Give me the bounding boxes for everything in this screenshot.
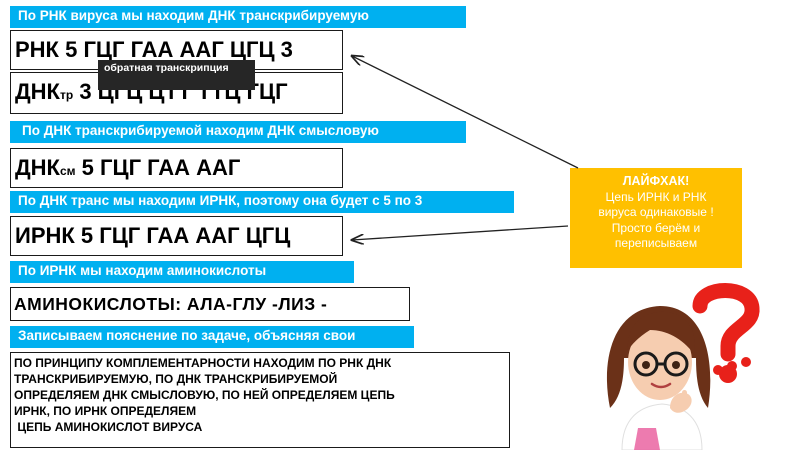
lifehack-callout: ЛАЙФХАК! Цепь ИРНК и РНК вируса одинаков… <box>570 168 742 268</box>
dna-sm-box: ДНКсм 5 ГЦГ ГАА ААГ <box>10 148 343 188</box>
irna-box: ИРНК 5 ГЦГ ГАА ААГ ЦГЦ <box>10 216 343 256</box>
amino-acids-box: АМИНОКИСЛОТЫ: АЛА-ГЛУ -ЛИЗ - <box>10 287 410 321</box>
ellipsis-icon <box>713 357 751 375</box>
lifehack-line: Цепь ИРНК и РНК <box>605 189 707 204</box>
explanation-line: ЦЕПЬ АМИНОКИСЛОТ ВИРУСА <box>14 420 203 434</box>
step-banner-irna-to-amino: По ИРНК мы находим аминокислоты <box>10 261 354 283</box>
arrow-to-rna <box>352 56 579 169</box>
step-banner-dna-to-sense: По ДНК транскрибируемой находим ДНК смыс… <box>10 121 466 143</box>
step-banner-explanation: Записываем пояснение по задаче, объясняя… <box>10 326 414 348</box>
lifehack-title: ЛАЙФХАК! <box>622 174 690 188</box>
dna-sm-sequence: ДНКсм 5 ГЦГ ГАА ААГ <box>15 155 241 180</box>
lifehack-line: вируса одинаковые ! <box>598 205 714 219</box>
explanation-line: ОПРЕДЕЛЯЕМ ДНК СМЫСЛОВУЮ, ПО НЕЙ ОПРЕДЕЛ… <box>14 388 395 402</box>
explanation-box: ПО ПРИНЦИПУ КОМПЛЕМЕНТАРНОСТИ НАХОДИМ ПО… <box>10 352 510 448</box>
irna-sequence: ИРНК 5 ГЦГ ГАА ААГ ЦГЦ <box>15 223 291 248</box>
lifehack-line: Просто берём и <box>611 220 701 235</box>
explanation-line: ТРАНСКРИБИРУЕМУЮ, ПО ДНК ТРАНСКРИБИРУЕМО… <box>14 372 338 386</box>
amino-acids-text: АМИНОКИСЛОТЫ: АЛА-ГЛУ -ЛИЗ - <box>14 294 328 314</box>
arrow-to-irna <box>352 225 569 240</box>
step-banner-dna-to-irna: По ДНК транс мы находим ИРНК, поэтому он… <box>10 191 514 213</box>
explanation-line: ПО ПРИНЦИПУ КОМПЛЕМЕНТАРНОСТИ НАХОДИМ ПО… <box>14 356 392 370</box>
explanation-line: ИРНК, ПО ИРНК ОПРЕДЕЛЯЕМ <box>14 404 197 418</box>
lifehack-line: переписываем <box>614 236 698 250</box>
girl-avatar-icon <box>606 283 760 450</box>
reverse-transcription-tag: обратная транскрипция <box>98 60 255 90</box>
rna-virus-sequence: РНК 5 ГЦГ ГАА ААГ ЦГЦ 3 <box>15 37 293 62</box>
step-banner-rna-to-dna: По РНК вируса мы находим ДНК транскрибир… <box>10 6 466 28</box>
